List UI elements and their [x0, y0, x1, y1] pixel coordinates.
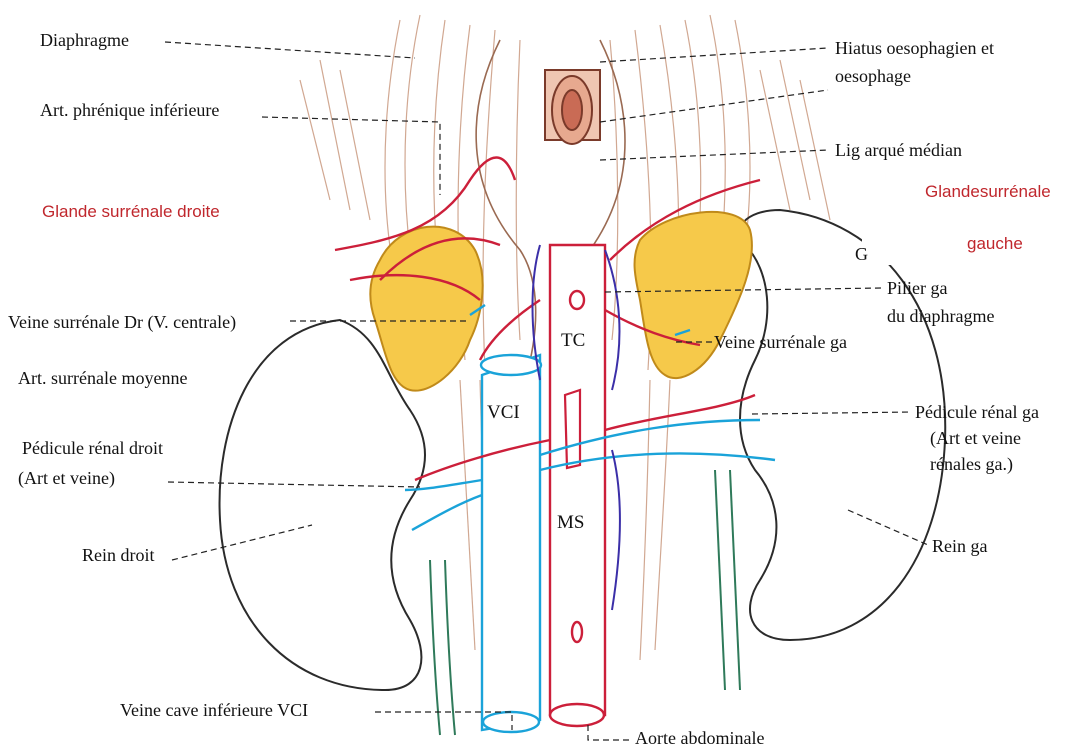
- label-pedicule-gauche-line2: (Art et veine: [930, 428, 1021, 449]
- label-glande-surrenale-droite: Glande surrénale droite: [42, 202, 220, 222]
- label-pedicule-droit-line2: (Art et veine): [18, 468, 115, 489]
- label-veine-cave: Veine cave inférieure VCI: [120, 700, 308, 721]
- left-adrenal-gland: [635, 212, 752, 378]
- label-pedicule-gauche-line3: rénales ga.): [930, 454, 1013, 475]
- organ-label-ms: MS: [557, 512, 584, 534]
- label-rein-gauche: Rein ga: [932, 536, 988, 557]
- label-rein-droit: Rein droit: [82, 545, 155, 566]
- label-pilier-line1: Pilier ga: [887, 278, 948, 299]
- label-partial-letter: G: [855, 244, 868, 265]
- mesenteric-artery: [565, 390, 580, 468]
- esophagus: [545, 70, 600, 144]
- leader-lines: [165, 42, 928, 740]
- abdominal-aorta: [550, 245, 605, 726]
- right-adrenal-gland: [370, 227, 482, 391]
- organ-label-tc: TC: [561, 330, 585, 352]
- label-veine-surrenale-droite: Veine surrénale Dr (V. centrale): [8, 312, 236, 333]
- label-lig-arque: Lig arqué médian: [835, 140, 962, 161]
- label-aorte: Aorte abdominale: [635, 728, 764, 749]
- label-diaphragme: Diaphragme: [40, 30, 129, 51]
- label-pedicule-droit-line1: Pédicule rénal droit: [22, 438, 163, 459]
- label-art-phrenique: Art. phrénique inférieure: [40, 100, 219, 121]
- label-glande-surrenale-gauche-line1: Glandesurrénale: [925, 182, 1051, 202]
- label-veine-surrenale-gauche: Veine surrénale ga: [714, 332, 847, 353]
- label-pedicule-gauche-line1: Pédicule rénal ga: [915, 402, 1039, 423]
- label-hiatus-line1: Hiatus oesophagien et: [835, 38, 994, 59]
- label-hiatus-line2: oesophage: [835, 66, 911, 87]
- organ-label-vci: VCI: [487, 402, 520, 424]
- label-pilier-line2: du diaphragme: [887, 306, 994, 327]
- label-art-surrenale-moyenne: Art. surrénale moyenne: [18, 368, 187, 389]
- left-kidney: [739, 210, 945, 640]
- label-glande-surrenale-gauche-line2: gauche: [967, 234, 1023, 254]
